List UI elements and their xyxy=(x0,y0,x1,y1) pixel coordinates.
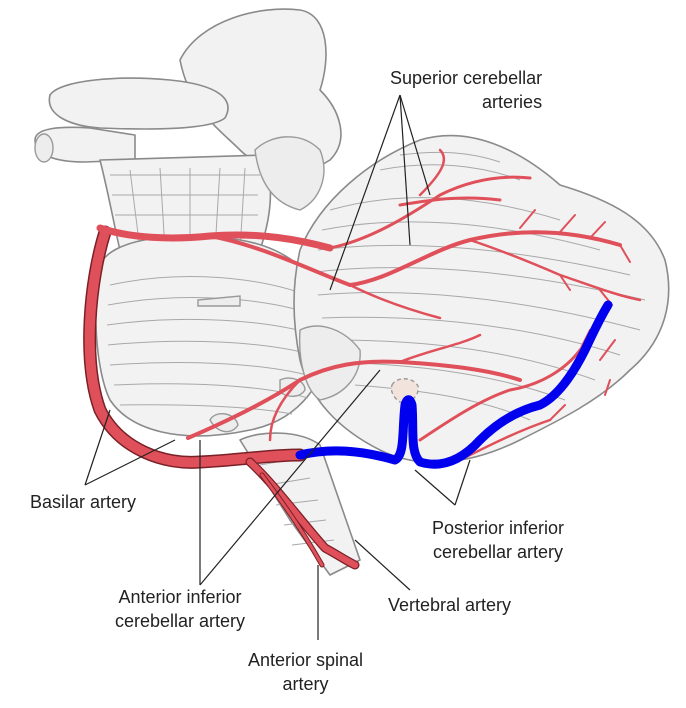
highlighted-pica-path xyxy=(295,300,613,469)
label-aica-line2: cerebellar artery xyxy=(115,611,246,631)
label-basilar-artery: Basilar artery xyxy=(30,492,137,512)
label-aica-line1: Anterior inferior xyxy=(118,587,242,607)
label-superior-line1: Superior cerebellar xyxy=(390,68,543,88)
label-superior-cerebellar-arteries: Superior cerebellar arteries xyxy=(390,66,542,114)
label-spinal-line2: artery xyxy=(282,674,329,694)
leader-lines xyxy=(84,94,471,640)
brainstem-upper xyxy=(34,8,342,251)
label-pica-line1: Posterior inferior xyxy=(432,518,565,538)
label-posterior-inferior-cerebellar-artery: Posterior inferior cerebellar artery xyxy=(432,516,564,564)
arteries xyxy=(83,148,642,570)
cerebellum xyxy=(293,134,670,464)
label-superior-line2: arteries xyxy=(482,92,543,112)
label-pica-line2: cerebellar artery xyxy=(432,542,564,562)
pons xyxy=(94,235,331,437)
label-anterior-inferior-cerebellar-artery: Anterior inferior cerebellar artery xyxy=(115,585,245,633)
label-spinal-line1: Anterior spinal xyxy=(248,650,364,670)
label-anterior-spinal-artery: Anterior spinal artery xyxy=(248,648,363,696)
label-vertebral-artery: Vertebral artery xyxy=(388,595,512,615)
